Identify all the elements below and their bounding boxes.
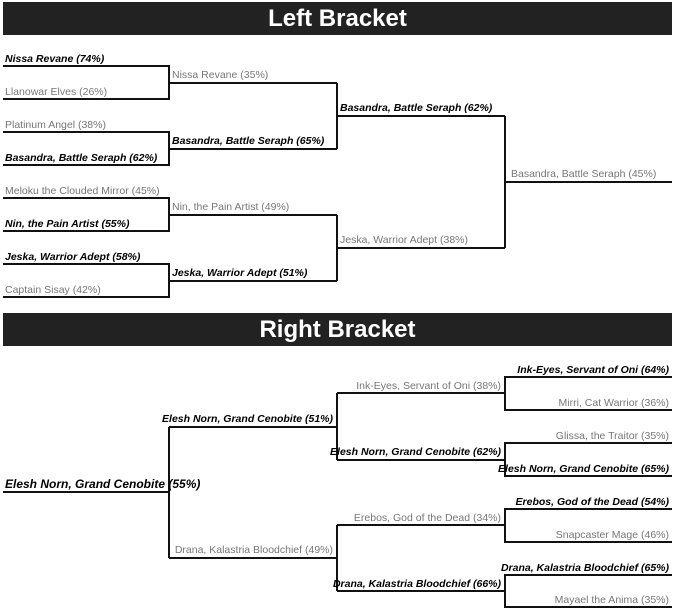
left-r3-b: Jeska, Warrior Adept (38%) [340, 234, 468, 246]
right-r1-m4-b: Mayael the Anima (35%) [555, 594, 669, 606]
right-r1-m1-b: Mirri, Cat Warrior (36%) [559, 397, 669, 409]
right-bracket-entries: Ink-Eyes, Servant of Oni (64%) Mirri, Ca… [5, 364, 670, 606]
right-r2-m2-b: Drana, Kalastria Bloodchief (66%) [333, 578, 502, 590]
left-r1-m2-b: Basandra, Battle Seraph (62%) [5, 152, 158, 164]
left-r1-m4-a: Jeska, Warrior Adept (58%) [5, 251, 141, 263]
left-r1-m2-a: Platinum Angel (38%) [5, 119, 106, 131]
left-bracket-entries: Nissa Revane (74%) Llanowar Elves (26%) … [5, 53, 656, 296]
right-r2-m2-a: Erebos, God of the Dead (34%) [354, 512, 501, 524]
left-r2-m1-b: Basandra, Battle Seraph (65%) [172, 135, 325, 147]
right-r1-m4-a: Drana, Kalastria Bloodchief (65%) [501, 562, 670, 574]
left-r3-a: Basandra, Battle Seraph (62%) [340, 102, 493, 114]
left-r1-m4-b: Captain Sisay (42%) [5, 284, 101, 296]
right-final: Elesh Norn, Grand Cenobite (55%) [5, 477, 200, 491]
right-bracket-lines [3, 376, 672, 608]
left-r2-m2-a: Nin, the Pain Artist (49%) [172, 201, 289, 213]
left-r1-m1-b: Llanowar Elves (26%) [5, 86, 107, 98]
right-r1-m3-a: Erebos, God of the Dead (54%) [516, 496, 670, 508]
right-r2-m1-a: Ink-Eyes, Servant of Oni (38%) [356, 380, 501, 392]
right-r1-m1-a: Ink-Eyes, Servant of Oni (64%) [517, 364, 669, 376]
right-bracket-title: Right Bracket [3, 313, 672, 346]
right-r2-m1-b: Elesh Norn, Grand Cenobite (62%) [330, 446, 501, 458]
left-r1-m3-b: Nin, the Pain Artist (55%) [5, 218, 130, 230]
left-final: Basandra, Battle Seraph (45%) [511, 168, 656, 180]
left-bracket-lines [3, 65, 672, 298]
right-r1-m2-b: Elesh Norn, Grand Cenobite (65%) [498, 463, 669, 475]
left-r1-m3-a: Meloku the Clouded Mirror (45%) [5, 185, 160, 197]
right-r3-b: Drana, Kalastria Bloodchief (49%) [175, 544, 333, 556]
left-r2-m2-b: Jeska, Warrior Adept (51%) [172, 267, 308, 279]
right-r1-m3-b: Snapcaster Mage (46%) [556, 529, 669, 541]
right-r3-a: Elesh Norn, Grand Cenobite (51%) [162, 413, 333, 425]
right-r1-m2-a: Glissa, the Traitor (35%) [556, 430, 669, 442]
left-r2-m1-a: Nissa Revane (35%) [172, 69, 268, 81]
left-bracket-title: Left Bracket [3, 2, 672, 35]
left-r1-m1-a: Nissa Revane (74%) [5, 53, 105, 65]
